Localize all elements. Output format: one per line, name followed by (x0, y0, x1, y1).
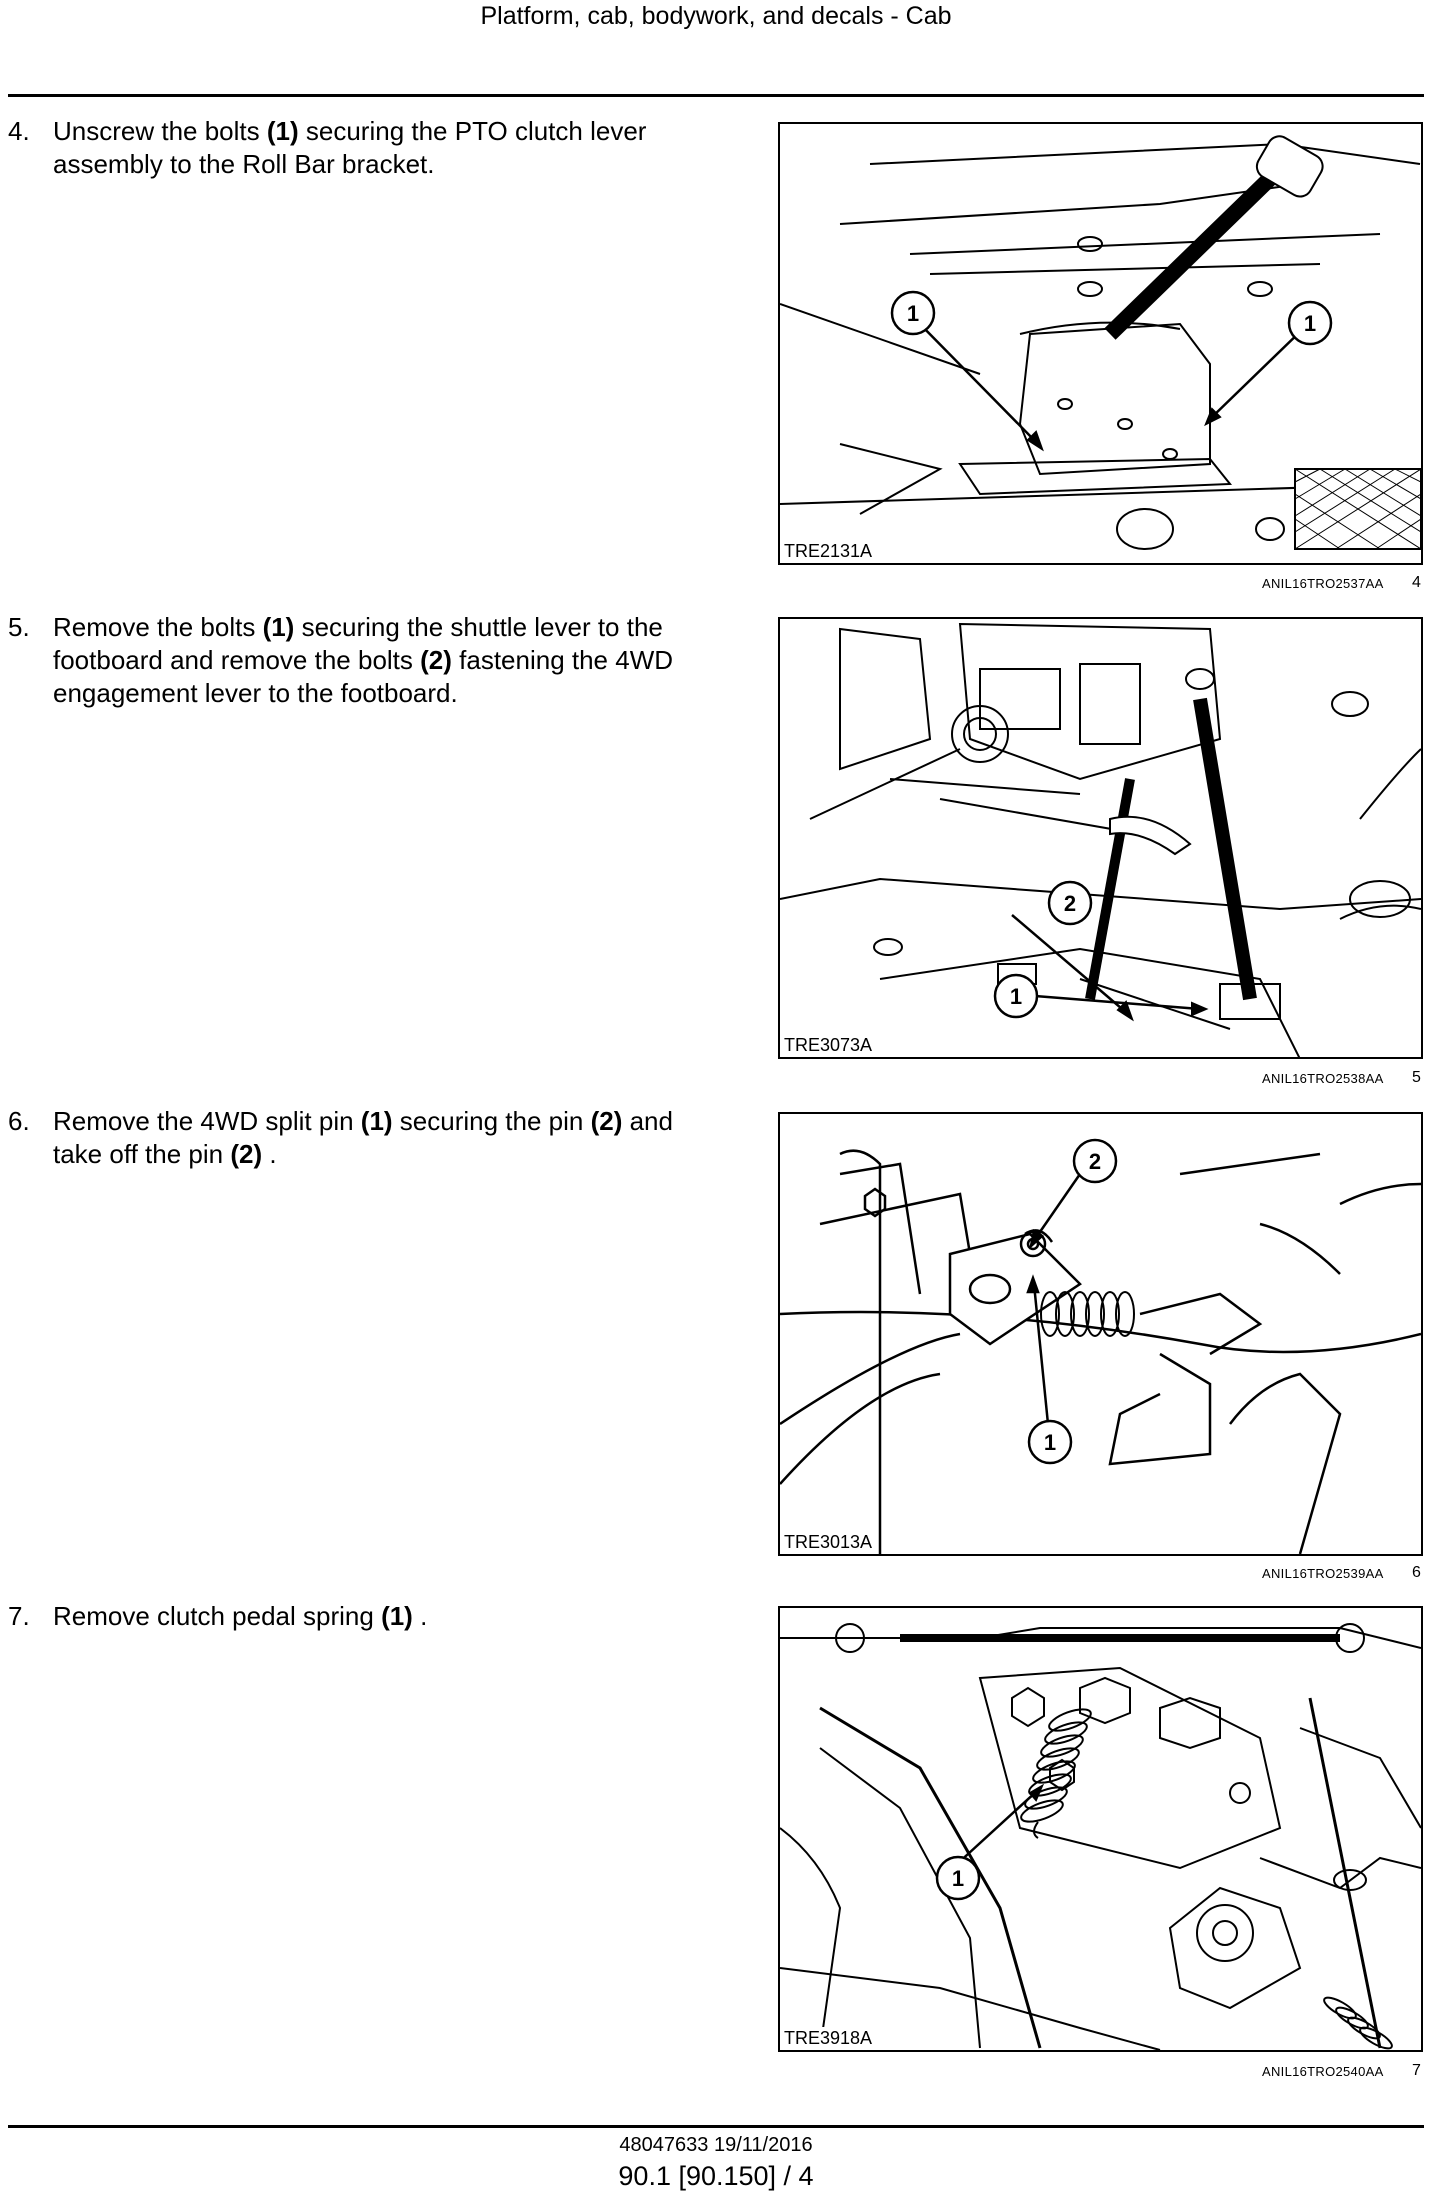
figure-number: 4 (1412, 574, 1421, 591)
figure-image-code: TRE3918A (780, 2027, 879, 2050)
footer-page-reference: 90.1 [90.150] / 4 (618, 2161, 814, 2191)
clutch-spring-illustration: 1 (780, 1623, 1421, 2050)
step-number: 6. (8, 1106, 30, 1136)
callout-label: 2 (1089, 1149, 1101, 1174)
page-header-title: Platform, cab, bodywork, and decals - Ca… (480, 2, 952, 30)
figure-image-code: TRE3073A (780, 1034, 879, 1057)
figure-4-pto-lever: 1 1 TRE2131A (778, 122, 1423, 565)
footer-document-id: 48047633 19/11/2016 (619, 2134, 813, 2156)
figure-reference: ANIL16TRO2538AA (1262, 1071, 1384, 1086)
figure-reference: ANIL16TRO2537AA (1262, 576, 1384, 591)
callout-label: 1 (1044, 1430, 1056, 1455)
callout-label: 1 (907, 301, 919, 326)
callout-label: 1 (1010, 984, 1022, 1009)
step-6: 6. Remove the 4WD split pin (1) securing… (8, 1105, 718, 1171)
callout-label: 1 (952, 1866, 964, 1891)
step-4: 4. Unscrew the bolts (1) securing the PT… (8, 115, 718, 181)
footer-rule (8, 2125, 1424, 2128)
callout-label: 2 (1064, 891, 1076, 916)
step-text: Remove clutch pedal spring (1) . (53, 1601, 428, 1631)
step-5: 5. Remove the bolts (1) securing the shu… (8, 611, 718, 710)
figure-reference: ANIL16TRO2540AA (1262, 2064, 1384, 2079)
figure-image-code: TRE2131A (780, 540, 879, 563)
pto-lever-illustration: 1 1 (780, 135, 1421, 550)
step-text: Unscrew the bolts (1) securing the PTO c… (53, 116, 647, 179)
figure-number: 6 (1412, 1564, 1421, 1581)
step-text: Remove the bolts (1) securing the shuttl… (53, 612, 674, 708)
step-number: 4. (8, 116, 30, 146)
figure-5-shuttle-lever: 2 1 TRE3073A (778, 617, 1423, 1059)
step-number: 5. (8, 612, 30, 642)
shuttle-lever-illustration: 2 1 (780, 622, 1421, 1057)
step-7: 7. Remove clutch pedal spring (1) . (8, 1600, 718, 1633)
figure-image-code: TRE3013A (780, 1531, 879, 1554)
step-number: 7. (8, 1601, 30, 1631)
figure-reference: ANIL16TRO2539AA (1262, 1566, 1384, 1581)
step-text: Remove the 4WD split pin (1) securing th… (53, 1106, 673, 1169)
header-rule (8, 94, 1424, 97)
split-pin-illustration: 2 1 (780, 1138, 1421, 1554)
callout-label: 1 (1304, 311, 1316, 336)
figure-6-4wd-split-pin: 2 1 TRE3013A (778, 1112, 1423, 1556)
figure-number: 5 (1412, 1069, 1421, 1086)
figure-7-clutch-spring: 1 TRE3918A (778, 1606, 1423, 2052)
figure-number: 7 (1412, 2062, 1421, 2079)
